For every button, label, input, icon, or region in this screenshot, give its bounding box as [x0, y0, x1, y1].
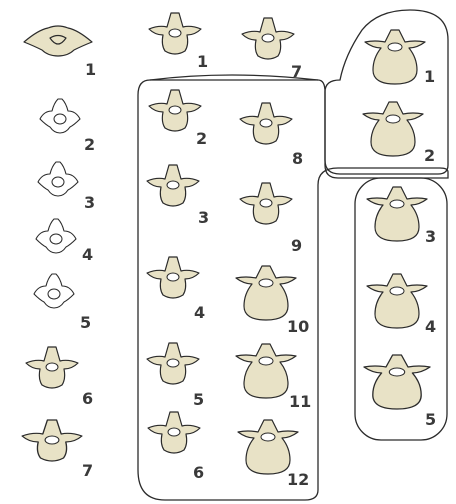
lumbar-label-4: 4	[425, 317, 436, 336]
cervical-label-6: 6	[82, 389, 93, 408]
cervical-c1	[24, 26, 92, 56]
lumbar-l1	[365, 30, 425, 84]
thoracic-label-10: 10	[287, 317, 309, 336]
cervical-c6	[26, 347, 78, 388]
lumbar-label-2: 2	[424, 146, 435, 165]
thoracic-t6	[148, 412, 200, 453]
thoracic-t1	[149, 13, 201, 54]
thoracic-label-12: 12	[287, 470, 309, 489]
cervical-c2	[40, 99, 80, 133]
lumbar-l2	[363, 102, 423, 156]
thoracic-label-3: 3	[198, 208, 209, 227]
cervical-c3	[38, 162, 78, 196]
thoracic-label-5: 5	[193, 390, 204, 409]
thoracic-t12	[238, 420, 298, 474]
cervical-c5	[34, 274, 74, 308]
cervical-label-5: 5	[80, 313, 91, 332]
thoracic-label-6: 6	[193, 463, 204, 482]
thoracic-label-4: 4	[194, 303, 205, 322]
cervical-label-4: 4	[82, 245, 93, 264]
thoracic-label-11: 11	[289, 392, 311, 411]
thoracic-t5	[147, 343, 199, 384]
thoracic-label-1: 1	[197, 52, 208, 71]
lumbar-label-5: 5	[425, 410, 436, 429]
lumbar-l3	[367, 187, 427, 241]
cervical-c4	[36, 219, 76, 253]
lumbar-label-3: 3	[425, 227, 436, 246]
thoracic-t10	[236, 266, 296, 320]
cervical-label-2: 2	[84, 135, 95, 154]
cervical-label-3: 3	[84, 193, 95, 212]
thoracic-t2	[149, 90, 201, 131]
lumbar-l4	[367, 274, 427, 328]
thoracic-label-7: 7	[291, 62, 302, 81]
cervical-label-1: 1	[85, 60, 96, 79]
thoracic-label-9: 9	[291, 236, 302, 255]
thoracic-t11	[236, 344, 296, 398]
thoracic-t8	[240, 103, 292, 144]
thoracic-label-2: 2	[196, 129, 207, 148]
thoracic-t9	[240, 183, 292, 224]
thoracic-label-8: 8	[292, 149, 303, 168]
thoracic-t3	[147, 165, 199, 206]
lumbar-label-1: 1	[424, 67, 435, 86]
cervical-label-7: 7	[82, 461, 93, 480]
thoracic-t7	[242, 18, 294, 59]
cervical-c7	[22, 420, 82, 461]
thoracic-t4	[147, 257, 199, 298]
lumbar-l5	[364, 355, 430, 409]
